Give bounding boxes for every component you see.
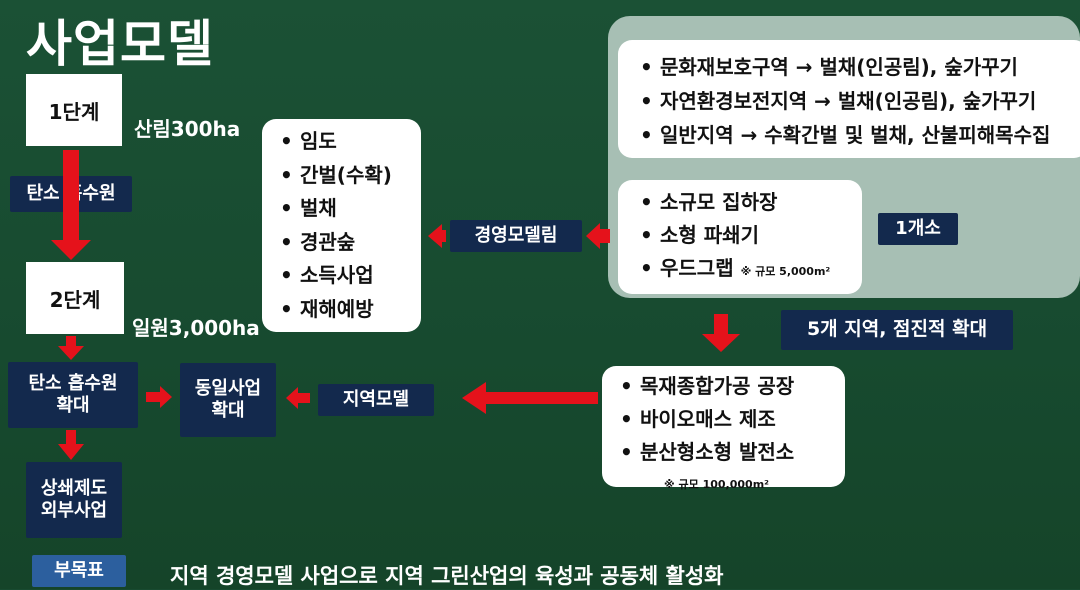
page-title: 사업모델 xyxy=(26,15,214,73)
stage1-area: 산림300ha xyxy=(134,117,241,141)
regional-model-label: 지역모델 xyxy=(318,384,434,416)
facility-item: 목재종합가공 공장 xyxy=(618,370,845,403)
arrow-left-icon xyxy=(286,387,310,409)
expand-regions-label: 5개 지역, 점진적 확대 xyxy=(781,310,1013,350)
forest-activities-card: 임도 간벌(수확) 벌채 경관숲 소득사업 재해예방 xyxy=(262,119,421,332)
facility-item: 분산형소형 발전소 xyxy=(618,436,845,469)
one-site-badge: 1개소 xyxy=(878,213,958,245)
activity-item: 재해예방 xyxy=(278,293,421,327)
arrow-down-icon xyxy=(58,336,84,360)
small-facility-card: 소규모 집하장 소형 파쇄기 우드그랩 ※ 규모 5,000m² xyxy=(618,180,862,294)
facility-item: 소규모 집하장 xyxy=(638,186,862,219)
arrow-right-icon xyxy=(146,386,172,408)
facility-item: 바이오매스 제조 xyxy=(618,403,845,436)
sub-goal-text: 지역 경영모델 사업으로 지역 그린산업의 육성과 공동체 활성화 xyxy=(170,564,724,588)
carbon-expand-line: 확대 xyxy=(56,395,90,416)
offset-box: 상쇄제도 외부사업 xyxy=(26,462,122,538)
activity-item: 임도 xyxy=(278,125,421,159)
activity-item: 간벌(수확) xyxy=(278,159,421,193)
zones-card: 문화재보호구역 → 벌채(인공림), 숲가꾸기 자연환경보전지역 → 벌채(인공… xyxy=(618,40,1080,158)
stage2-area: 일원3,000ha xyxy=(132,316,260,340)
same-project-line: 동일사업 xyxy=(194,377,262,399)
sub-goal-badge: 부목표 xyxy=(32,555,126,587)
arrow-down-icon xyxy=(51,150,91,260)
carbon-expand-box: 탄소 흡수원 확대 xyxy=(8,362,138,428)
facility-item: 우드그랩 ※ 규모 5,000m² xyxy=(638,252,862,288)
facility-item-label: 우드그랩 xyxy=(660,256,734,280)
large-facility-card: 목재종합가공 공장 바이오매스 제조 분산형소형 발전소 ※ 규모 100,00… xyxy=(602,366,845,491)
zone-item: 문화재보호구역 → 벌채(인공림), 숲가꾸기 xyxy=(638,50,1080,84)
same-project-line: 확대 xyxy=(211,400,245,421)
carbon-expand-line: 탄소 흡수원 xyxy=(28,372,118,394)
stage2-box: 2단계 xyxy=(26,262,124,334)
arrow-down-icon xyxy=(58,430,84,460)
arrow-left-icon xyxy=(586,223,610,249)
same-project-box: 동일사업 확대 xyxy=(180,363,276,437)
facility-scale-note: ※ 규모 5,000m² xyxy=(740,265,831,278)
arrow-left-icon xyxy=(428,224,446,248)
facility-scale-note: ※ 규모 100,000m² xyxy=(664,478,769,491)
activity-item: 경관숲 xyxy=(278,226,421,260)
offset-line: 상쇄제도 xyxy=(40,477,108,499)
arrow-down-icon xyxy=(702,314,740,352)
facility-item: 소형 파쇄기 xyxy=(638,219,862,252)
activity-item: 소득사업 xyxy=(278,259,421,293)
arrow-left-icon xyxy=(462,382,598,414)
activity-item: 벌채 xyxy=(278,192,421,226)
management-model-label: 경영모델림 xyxy=(450,220,582,252)
zone-item: 자연환경보전지역 → 벌채(인공림), 숲가꾸기 xyxy=(638,84,1080,118)
zone-item: 일반지역 → 수확간벌 및 벌채, 산불피해목수집 xyxy=(638,118,1080,152)
stage1-box: 1단계 xyxy=(26,74,122,146)
offset-line: 외부사업 xyxy=(40,500,108,521)
